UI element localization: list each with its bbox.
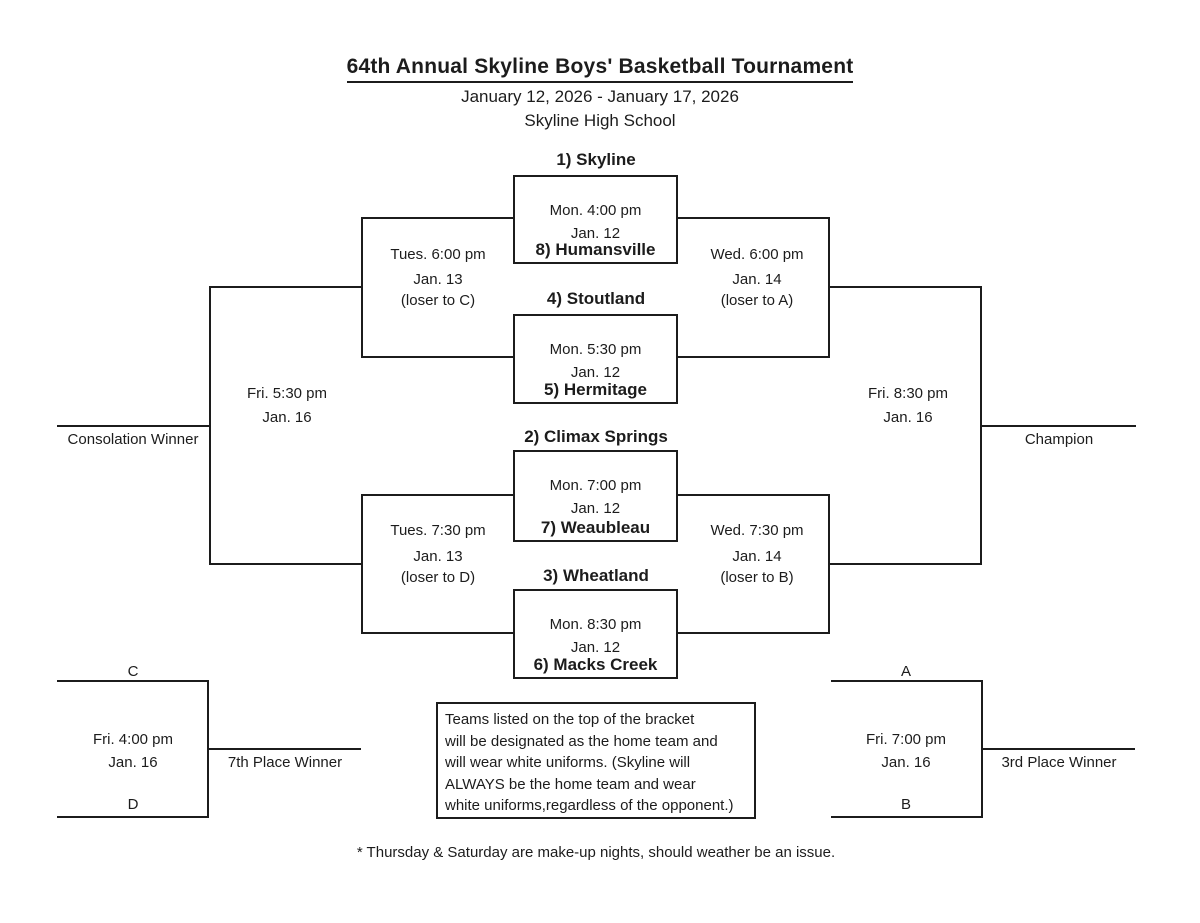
- seventh-place-winner-line: [207, 748, 361, 750]
- game-2-top-team: 4) Stoutland: [546, 289, 646, 308]
- bracket-line: [209, 563, 361, 565]
- game-2-date: Jan. 12: [570, 364, 621, 381]
- game-2-bottom-team: 5) Hermitage: [544, 380, 647, 399]
- third-place-time: Fri. 7:00 pm: [865, 731, 947, 748]
- game-2-time: Mon. 5:30 pm: [549, 341, 642, 358]
- bracket-line: [361, 217, 513, 219]
- bracket-line: [678, 217, 830, 219]
- consolation-semi-1-date: Jan. 13: [413, 271, 463, 288]
- game-2-box: Mon. 5:30 pm Jan. 12 5) Hermitage: [513, 314, 678, 404]
- game-3-top-team: 2) Climax Springs: [524, 427, 668, 446]
- note-line: white uniforms,regardless of the opponen…: [445, 797, 734, 814]
- game-4-top-team: 3) Wheatland: [543, 566, 649, 585]
- third-place-winner-line: [981, 748, 1135, 750]
- tournament-venue: Skyline High School: [524, 111, 676, 130]
- seventh-place-winner-label: 7th Place Winner: [227, 754, 343, 771]
- championship-semi-2-date: Jan. 14: [732, 548, 782, 565]
- weather-footnote: * Thursday & Saturday are make-up nights…: [356, 844, 836, 861]
- note-line: will wear white uniforms. (Skyline will: [445, 754, 691, 771]
- note-line: ALWAYS be the home team and wear: [445, 775, 696, 793]
- championship-semi-2-time: Wed. 7:30 pm: [710, 522, 804, 539]
- bracket-line: [361, 356, 513, 358]
- consolation-semi-1-note: (loser to C): [400, 292, 476, 309]
- championship-semi-1-note: (loser to A): [720, 292, 794, 309]
- champion-label: Champion: [1024, 431, 1094, 448]
- bracket-line: [678, 494, 830, 496]
- tournament-dates: January 12, 2026 - January 17, 2026: [461, 87, 739, 106]
- third-place-date: Jan. 16: [881, 754, 931, 771]
- game-3-box: Mon. 7:00 pm Jan. 12 7) Weaubleau: [513, 450, 678, 542]
- game-3-time: Mon. 7:00 pm: [549, 477, 642, 494]
- slot-d-label: D: [127, 796, 139, 813]
- note-line: will be designated as the home team and: [445, 732, 718, 750]
- slot-b-line: [831, 816, 983, 818]
- bracket-line: [209, 286, 361, 288]
- game-1-top-team: 1) Skyline: [556, 150, 636, 169]
- bracket-line: [361, 494, 513, 496]
- consolation-final-time: Fri. 5:30 pm: [246, 385, 328, 402]
- championship-semi-1-date: Jan. 14: [732, 271, 782, 288]
- consolation-semi-2-time: Tues. 7:30 pm: [390, 522, 486, 539]
- consolation-semi-2-date: Jan. 13: [413, 548, 463, 565]
- slot-a-label: A: [900, 663, 912, 680]
- championship-semi-2-note: (loser to B): [720, 569, 794, 586]
- slot-d-line: [57, 816, 209, 818]
- consolation-winner-line: [57, 425, 209, 427]
- bracket-line: [361, 494, 363, 634]
- seventh-place-date: Jan. 16: [108, 754, 158, 771]
- slot-a-line: [831, 680, 983, 682]
- home-team-note-box: Teams listed on the top of the bracket w…: [436, 702, 756, 819]
- third-place-winner-label: 3rd Place Winner: [1001, 754, 1117, 771]
- consolation-final-date: Jan. 16: [262, 409, 312, 426]
- champion-line: [980, 425, 1136, 427]
- consolation-winner-label: Consolation Winner: [67, 431, 199, 448]
- bracket-line: [209, 286, 211, 565]
- bracket-line: [678, 356, 830, 358]
- game-4-date: Jan. 12: [570, 639, 621, 656]
- bracket-line: [678, 632, 830, 634]
- page-title: 64th Annual Skyline Boys' Basketball Tou…: [346, 55, 854, 83]
- consolation-semi-1-time: Tues. 6:00 pm: [390, 246, 486, 263]
- game-1-time: Mon. 4:00 pm: [549, 202, 642, 219]
- game-1-date: Jan. 12: [570, 225, 621, 242]
- bracket-line: [361, 217, 363, 358]
- game-4-bottom-team: 6) Macks Creek: [533, 655, 658, 674]
- championship-final-time: Fri. 8:30 pm: [867, 385, 949, 402]
- bracket-line: [828, 563, 982, 565]
- bracket-line: [828, 286, 982, 288]
- game-1-bottom-team: 8) Humansville: [535, 240, 656, 259]
- slot-c-line: [57, 680, 209, 682]
- championship-semi-1-time: Wed. 6:00 pm: [710, 246, 804, 263]
- seventh-place-time: Fri. 4:00 pm: [92, 731, 174, 748]
- championship-final-date: Jan. 16: [883, 409, 933, 426]
- note-line: Teams listed on the top of the bracket: [445, 711, 695, 728]
- game-4-box: Mon. 8:30 pm Jan. 12 6) Macks Creek: [513, 589, 678, 679]
- bracket-line: [361, 632, 513, 634]
- slot-b-label: B: [900, 796, 912, 813]
- game-3-bottom-team: 7) Weaubleau: [540, 518, 651, 537]
- game-4-time: Mon. 8:30 pm: [549, 616, 642, 633]
- header: 64th Annual Skyline Boys' Basketball Tou…: [0, 55, 1200, 131]
- consolation-semi-2-note: (loser to D): [400, 569, 476, 586]
- slot-c-label: C: [127, 663, 139, 680]
- game-1-box: Mon. 4:00 pm Jan. 12 8) Humansville: [513, 175, 678, 264]
- game-3-date: Jan. 12: [570, 500, 621, 517]
